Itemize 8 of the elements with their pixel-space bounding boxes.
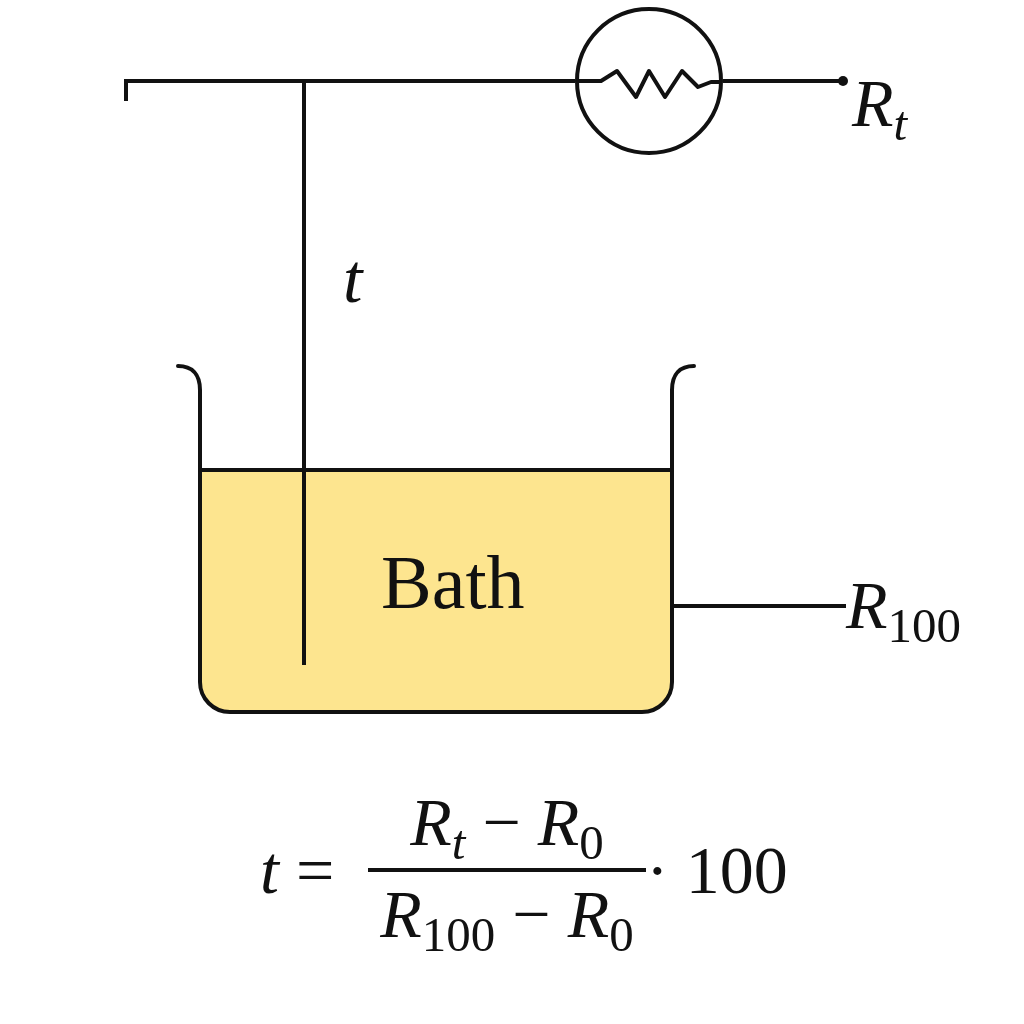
wire (723, 76, 848, 86)
leader-line (674, 604, 846, 608)
equation-text: t = (260, 836, 335, 904)
wire (124, 79, 575, 101)
bath-label: Bath (381, 544, 525, 620)
equation-text: · 100 (646, 836, 788, 904)
liquid-bath (198, 468, 674, 714)
resistor-symbol (575, 7, 723, 155)
